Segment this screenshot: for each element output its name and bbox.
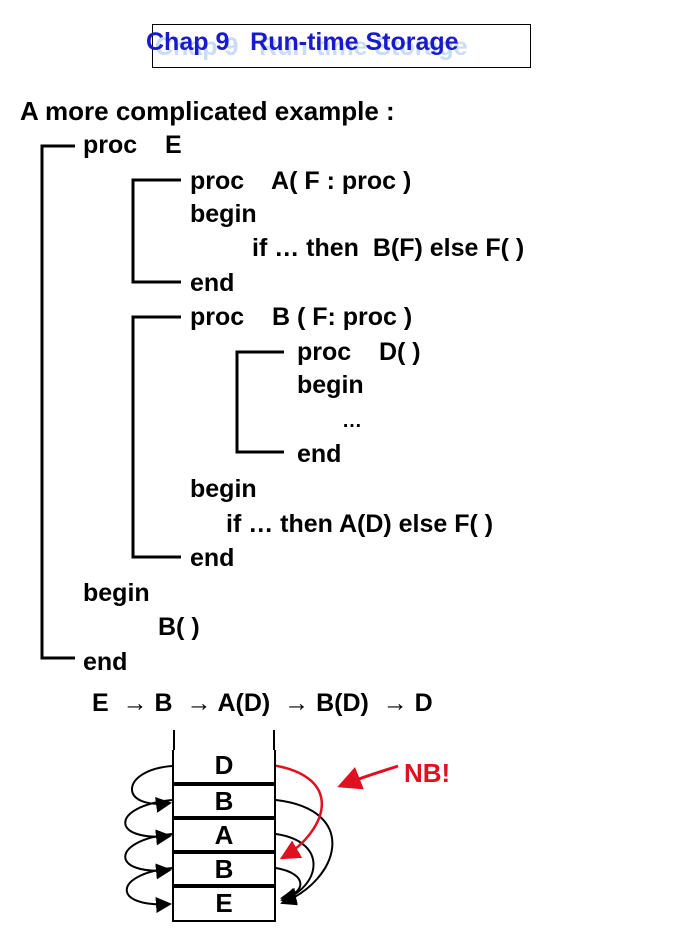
subtitle: A more complicated example :: [20, 96, 395, 126]
call-chain: E → B → A(D) → B(D) → D: [92, 689, 433, 717]
stack-frame: D: [172, 750, 276, 784]
code-line: end: [297, 440, 342, 468]
code-line: begin: [190, 475, 257, 503]
code-line: if … then B(F) else F( ): [252, 234, 525, 262]
stack-frame: B: [172, 784, 276, 818]
stack-frame: B: [172, 852, 276, 886]
code-line: proc A( F : proc ): [190, 167, 412, 195]
bracket-b: [131, 315, 181, 559]
code-line: B( ): [158, 613, 200, 641]
code-line: begin: [297, 371, 364, 399]
code-line: proc B ( F: proc ): [190, 303, 413, 331]
stack-frame: A: [172, 818, 276, 852]
stack-frame: E: [172, 886, 276, 922]
code-line: end: [190, 269, 235, 297]
bracket-d: [235, 350, 284, 454]
nb-note: NB!: [404, 758, 451, 788]
page-title: Chap 9 Run-time Storage: [146, 28, 459, 56]
page-title-shadow: Chap 9 Run-time Storage: [155, 33, 468, 61]
code-line: end: [83, 648, 128, 676]
code-line: if … then A(D) else F( ): [226, 510, 494, 538]
title-box: [152, 24, 531, 68]
code-line: proc D( ): [297, 338, 421, 366]
code-line: proc E: [83, 131, 182, 159]
code-line: end: [190, 544, 235, 572]
bracket-e: [40, 144, 75, 660]
code-line: begin: [83, 579, 150, 607]
code-line: begin: [190, 200, 257, 228]
bracket-a: [131, 178, 181, 284]
code-line: …: [342, 410, 362, 432]
